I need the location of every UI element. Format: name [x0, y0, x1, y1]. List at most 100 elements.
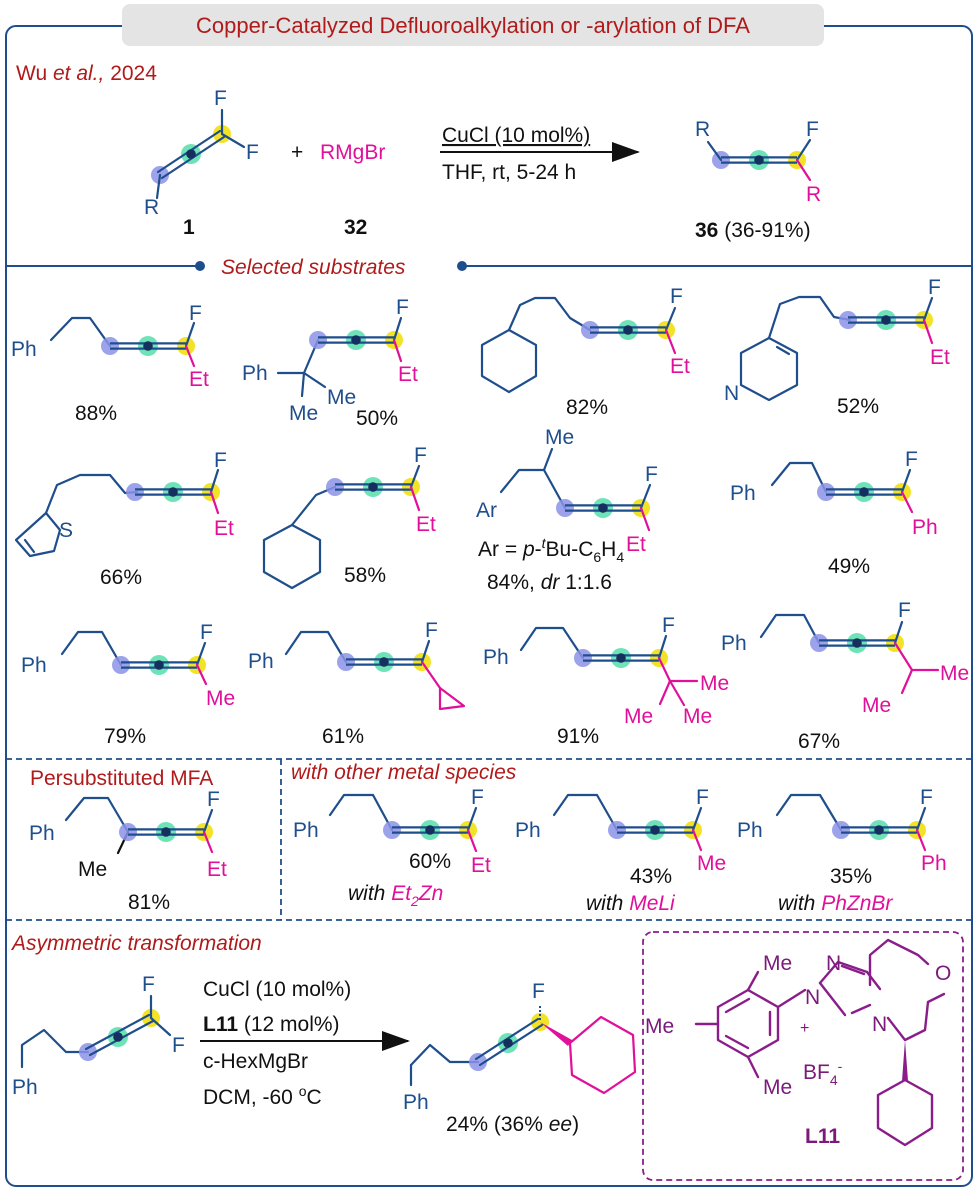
substrate-67: Ph F Me Me — [721, 599, 969, 717]
svg-text:Ph: Ph — [21, 654, 47, 677]
grignard-reagent: RMgBr — [320, 141, 385, 164]
svg-text:F: F — [142, 973, 155, 996]
svg-text:N: N — [724, 382, 739, 405]
svg-text:Me: Me — [940, 662, 969, 685]
ligand-box — [642, 931, 964, 1181]
svg-text:F: F — [172, 1034, 185, 1057]
yield-50: 50% — [356, 407, 398, 430]
yield-58: 58% — [344, 564, 386, 587]
svg-text:Et: Et — [398, 363, 418, 386]
with-et2zn: with Et2Zn — [348, 882, 443, 909]
svg-text:Me: Me — [545, 426, 574, 449]
substrate-35-phznbr: Ph F Ph — [737, 786, 947, 875]
svg-text:Me: Me — [645, 1015, 674, 1038]
substrate-66: S F Et — [14, 449, 234, 558]
svg-text:Ph: Ph — [248, 650, 274, 673]
asym-yield: 24% (36% ee) — [446, 1113, 579, 1136]
yield-91: 91% — [557, 725, 599, 748]
yield-35: 35% — [830, 865, 872, 888]
substrate-84: Ar Me F Et — [476, 426, 658, 556]
svg-text:Me: Me — [289, 402, 318, 425]
svg-text:N: N — [872, 1013, 887, 1036]
product-label: 36 (36-91%) — [695, 219, 811, 242]
yield-84: 84%, dr 1:1.6 — [487, 571, 612, 594]
svg-text:Me: Me — [700, 672, 729, 695]
svg-text:Et: Et — [189, 368, 209, 391]
svg-text:Ph: Ph — [293, 819, 319, 842]
header-title: Copper-Catalyzed Defluoroalkylation or -… — [196, 13, 750, 38]
svg-text:Ph: Ph — [737, 819, 763, 842]
svg-text:Ar: Ar — [476, 499, 497, 522]
yield-49: 49% — [828, 555, 870, 578]
svg-text:Et: Et — [670, 355, 690, 378]
svg-text:F: F — [246, 141, 259, 164]
svg-text:Ph: Ph — [12, 1076, 38, 1099]
svg-text:F: F — [214, 449, 227, 472]
svg-text:Me: Me — [206, 687, 235, 710]
svg-text:F: F — [532, 980, 545, 1003]
conditions-top: CuCl (10 mol%) — [442, 124, 590, 147]
yield-52: 52% — [837, 395, 879, 418]
substrate-52: N F Et — [724, 276, 950, 405]
svg-text:F: F — [670, 285, 683, 308]
asym-cond-2: L11 (12 mol%) — [203, 1013, 340, 1036]
svg-text:Et: Et — [416, 513, 436, 536]
svg-text:Me: Me — [763, 952, 792, 975]
svg-text:Et: Et — [626, 533, 646, 556]
svg-text:Ph: Ph — [721, 632, 747, 655]
svg-text:F: F — [928, 276, 941, 299]
svg-text:Me: Me — [763, 1076, 792, 1099]
substrate-81: Ph Me F Et — [29, 788, 227, 881]
svg-text:S: S — [59, 519, 73, 542]
reactant-id: 1 — [183, 216, 195, 239]
yield-66: 66% — [100, 566, 142, 589]
svg-text:N: N — [826, 952, 841, 975]
svg-text:Ph: Ph — [483, 646, 509, 669]
yield-79: 79% — [104, 725, 146, 748]
asym-substrate: Ph F F — [12, 973, 185, 1099]
svg-text:R: R — [144, 196, 159, 219]
svg-text:F: F — [396, 296, 409, 319]
svg-text:F: F — [662, 614, 675, 637]
substrate-49: Ph F Ph — [730, 448, 938, 539]
reactant-allene-1: F F R — [144, 87, 259, 219]
persub-title: Persubstituted MFA — [30, 767, 213, 790]
yield-61: 61% — [322, 725, 364, 748]
svg-text:R: R — [695, 118, 710, 141]
svg-text:Et: Et — [930, 346, 950, 369]
svg-text:F: F — [425, 619, 438, 642]
substrate-58: F Et — [262, 444, 436, 590]
yield-67: 67% — [798, 730, 840, 753]
conditions-bottom: THF, rt, 5-24 h — [442, 161, 576, 184]
svg-text:Me: Me — [327, 386, 356, 409]
svg-text:Et: Et — [214, 517, 234, 540]
svg-text:F: F — [414, 444, 427, 467]
svg-text:Me: Me — [862, 694, 891, 717]
asym-cond-3: c-HexMgBr — [203, 1050, 308, 1073]
svg-text:F: F — [189, 302, 202, 325]
svg-text:O: O — [935, 962, 951, 985]
svg-text:R: R — [806, 183, 821, 206]
header-banner — [122, 4, 824, 46]
svg-text:Ph: Ph — [11, 338, 37, 361]
reagent-id: 32 — [344, 216, 367, 239]
svg-text:F: F — [806, 118, 819, 141]
svg-text:F: F — [696, 786, 709, 809]
yield-82: 82% — [566, 396, 608, 419]
svg-text:Ph: Ph — [403, 1091, 429, 1114]
plus-sign: + — [291, 141, 303, 164]
yield-43: 43% — [630, 865, 672, 888]
svg-text:Ph: Ph — [515, 819, 541, 842]
with-meli: with MeLi — [586, 892, 676, 915]
svg-text:Ph: Ph — [730, 482, 756, 505]
svg-text:F: F — [920, 786, 933, 809]
svg-text:F: F — [214, 87, 227, 110]
substrate-79: Ph F Me — [21, 621, 235, 710]
svg-text:F: F — [471, 786, 484, 809]
substrate-50: Ph Me Me F Et — [242, 296, 418, 425]
asym-title: Asymmetric transformation — [10, 932, 262, 955]
substrate-82: F Et — [480, 285, 690, 394]
svg-text:Ph: Ph — [912, 516, 938, 539]
svg-text:F: F — [898, 599, 911, 622]
